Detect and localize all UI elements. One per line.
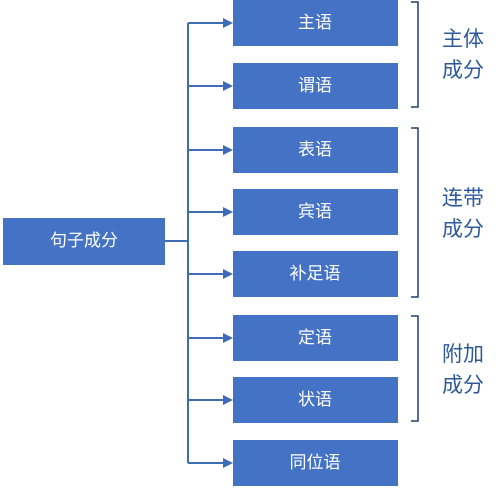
component-box-buzuyu <box>233 251 398 297</box>
component-label-tongweiyu: 同位语 <box>290 453 341 473</box>
group-main-label-line1: 主体 <box>442 27 484 51</box>
group-main-label-line2: 成分 <box>442 58 484 82</box>
component-box-biaoyu <box>233 127 398 173</box>
component-label-zhuangyu: 状语 <box>298 390 332 410</box>
group-attached-label-line2: 成分 <box>442 373 484 397</box>
component-label-binyu: 宾语 <box>298 202 332 222</box>
component-box-tongweiyu <box>233 440 398 486</box>
component-box-weiyu <box>233 63 398 109</box>
component-label-zhuyu: 主语 <box>298 13 332 33</box>
bracket-main-components <box>411 1 419 108</box>
component-label-weiyu: 谓语 <box>298 76 332 96</box>
bracket-linked-components <box>411 127 419 298</box>
group-linked-label-line1: 连带 <box>442 186 484 210</box>
root-label: 句子成分 <box>50 231 118 251</box>
root-box <box>3 218 165 265</box>
group-linked-label-line2: 成分 <box>442 217 484 241</box>
component-label-biaoyu: 表语 <box>298 140 332 160</box>
component-box-zhuangyu <box>233 377 398 423</box>
component-label-dingyu: 定语 <box>298 328 332 348</box>
component-label-buzuyu: 补足语 <box>290 264 341 284</box>
component-box-zhuyu <box>233 0 398 46</box>
bracket-attached-components <box>411 315 419 422</box>
component-box-binyu <box>233 189 398 235</box>
component-box-dingyu <box>233 315 398 361</box>
group-attached-label-line1: 附加 <box>442 342 484 366</box>
